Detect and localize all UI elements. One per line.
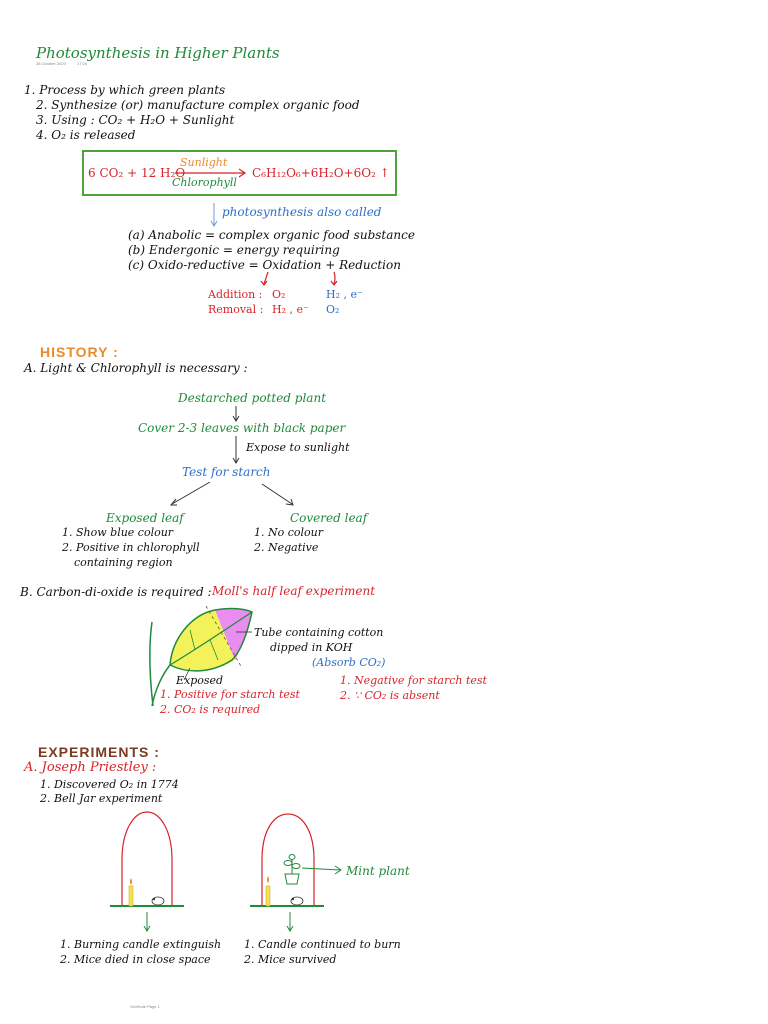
reduction-arrow-head (330, 280, 338, 286)
priestley-point-2: 2. Bell Jar experiment (40, 792, 163, 805)
oxidation-arrow (263, 271, 269, 285)
covered-point-1: 1. No colour (254, 526, 324, 539)
removal-oxidation: H₂ , e⁻ (272, 303, 309, 316)
flow-arrow-2-head (232, 457, 240, 464)
exposed-leaf-title: Exposed leaf (106, 511, 184, 525)
removal-reduction: O₂ (326, 303, 340, 316)
equation-arrow-head (238, 168, 247, 178)
page-title: Photosynthesis in Higher Plants (36, 44, 280, 62)
called-item-a: (a) Anabolic = complex organic food subs… (128, 228, 415, 242)
intro-line-1: 1. Process by which green plants (24, 83, 226, 97)
inside-result-2: 2. ∵ CO₂ is absent (340, 689, 440, 702)
addition-oxidation: O₂ (272, 288, 286, 301)
bell-jar-left (110, 811, 184, 932)
addition-label: Addition : (208, 288, 263, 301)
also-called-arrow-head (210, 220, 218, 227)
bell-jar-right (250, 813, 342, 932)
branch-right-head (285, 498, 294, 506)
history-b-experiment: Moll's half leaf experiment (212, 584, 376, 598)
exposed-label: Exposed (176, 674, 224, 687)
addition-reduction: H₂ , e⁻ (326, 288, 363, 301)
exposed-point-2: 2. Positive in chlorophyll (62, 541, 200, 554)
flow-step-3: Expose to sunlight (246, 441, 350, 454)
experiments-a-title: A. Joseph Priestley : (24, 760, 157, 775)
exposed-result-1: 1. Positive for starch test (160, 688, 300, 701)
page-footer: OneNote Page 1 (130, 1004, 160, 1009)
left-result-1: 1. Burning candle extinguish (60, 938, 222, 951)
right-result-2: 2. Mice survived (244, 953, 337, 966)
flow-arrow-1-head (232, 415, 240, 422)
exposed-point-3: containing region (74, 556, 173, 569)
oxidation-arrow-head (260, 280, 268, 286)
called-item-b: (b) Endergonic = energy requiring (128, 243, 340, 257)
also-called-label: photosynthesis also called (222, 205, 382, 219)
called-item-c: (c) Oxido-reductive = Oxidation + Reduct… (128, 258, 401, 272)
exposed-point-1: 1. Show blue colour (62, 526, 174, 539)
flow-step-1: Destarched potted plant (178, 391, 327, 405)
intro-line-4: 4. O₂ is released (36, 128, 136, 142)
leaf-diagram (149, 605, 253, 707)
absorb-label: (Absorb CO₂) (312, 656, 386, 669)
flow-step-2: Cover 2-3 leaves with black paper (138, 421, 346, 435)
equation-sunlight: Sunlight (180, 156, 228, 169)
covered-point-2: 2. Negative (254, 541, 319, 554)
branch-right (261, 483, 293, 505)
tube-label-2: dipped in KOH (270, 641, 353, 654)
inside-result-1: 1. Negative for starch test (340, 674, 487, 687)
experiments-heading: EXPERIMENTS : (38, 744, 160, 760)
equation-products: C₆H₁₂O₆+6H₂O+6O₂ ↑ (252, 166, 390, 180)
priestley-point-1: 1. Discovered O₂ in 1774 (40, 778, 179, 791)
intro-line-3: 3. Using : CO₂ + H₂O + Sunlight (36, 113, 235, 127)
equation-chlorophyll: Chlorophyll (172, 176, 237, 189)
equation-reactants: 6 CO₂ + 12 H₂O (88, 166, 186, 180)
branch-left-head (169, 498, 177, 506)
branch-left (171, 481, 211, 505)
page-time: 17:20 (77, 61, 88, 66)
history-b-title: B. Carbon-di-oxide is required : (20, 585, 212, 599)
exposed-result-2: 2. CO₂ is required (160, 703, 261, 716)
page-date: 28 October 2020 (36, 61, 66, 66)
history-a-title: A. Light & Chlorophyll is necessary : (24, 361, 248, 375)
tube-label-1: Tube containing cotton (254, 626, 384, 639)
intro-line-2: 2. Synthesize (or) manufacture complex o… (36, 98, 360, 112)
right-result-1: 1. Candle continued to burn (244, 938, 401, 951)
left-result-2: 2. Mice died in close space (60, 953, 211, 966)
covered-leaf-title: Covered leaf (290, 511, 368, 525)
reduction-arrow (333, 271, 336, 285)
flow-step-4: Test for starch (182, 465, 271, 479)
equation-box (82, 150, 397, 196)
mint-plant-label: Mint plant (346, 864, 410, 878)
history-heading: HISTORY : (40, 344, 119, 360)
removal-label: Removal : (208, 303, 264, 316)
